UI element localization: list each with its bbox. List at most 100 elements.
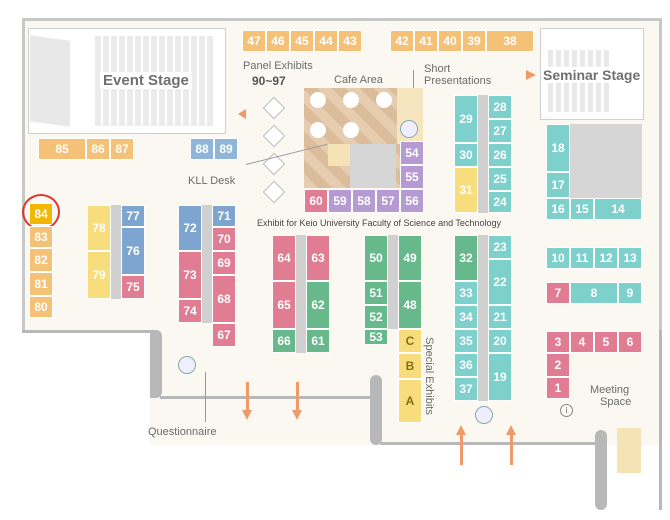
booth-21[interactable]: 21 [488,305,512,329]
booth-77[interactable]: 77 [121,205,145,227]
booth-63[interactable]: 63 [306,235,330,281]
booth-45[interactable]: 45 [290,30,314,52]
booth-89[interactable]: 89 [214,138,238,160]
booth-29[interactable]: 29 [454,95,478,143]
booth-30[interactable]: 30 [454,143,478,167]
booth-23[interactable]: 23 [488,235,512,259]
booth-38[interactable]: 38 [486,30,534,52]
booth-53[interactable]: 53 [364,329,388,345]
booth-16[interactable]: 16 [546,198,570,220]
booth-51[interactable]: 51 [364,281,388,305]
booth-4[interactable]: 4 [570,331,594,353]
booth-42[interactable]: 42 [390,30,414,52]
booth-40[interactable]: 40 [438,30,462,52]
seminar-stage-label: Seminar Stage [541,67,643,83]
booth-65[interactable]: 65 [272,281,296,329]
booth-18[interactable]: 18 [546,124,570,172]
booth-25[interactable]: 25 [488,167,512,191]
booth-48[interactable]: 48 [398,281,422,329]
booth-80[interactable]: 80 [29,296,53,318]
booth-75[interactable]: 75 [121,275,145,299]
booth-32[interactable]: 32 [454,235,478,281]
booth-35[interactable]: 35 [454,329,478,353]
booth-70[interactable]: 70 [212,227,236,251]
booth-B[interactable]: B [398,353,422,379]
booth-8[interactable]: 8 [570,282,618,304]
booth-67[interactable]: 67 [212,323,236,347]
questionnaire-icon [178,356,196,374]
booth-74[interactable]: 74 [178,299,202,323]
booth-14[interactable]: 14 [594,198,642,220]
booth-58[interactable]: 58 [352,189,376,213]
booth-50[interactable]: 50 [364,235,388,281]
booth-73[interactable]: 73 [178,251,202,299]
booth-79[interactable]: 79 [87,251,111,299]
booth-27[interactable]: 27 [488,119,512,143]
booth-87[interactable]: 87 [110,138,134,160]
booth-47[interactable]: 47 [242,30,266,52]
booth-11[interactable]: 11 [570,247,594,269]
booth-24[interactable]: 24 [488,191,512,213]
booth-12[interactable]: 12 [594,247,618,269]
cafe-area-label: Cafe Area [334,74,383,86]
booth-3[interactable]: 3 [546,331,570,353]
booth-62[interactable]: 62 [306,281,330,329]
booth-5[interactable]: 5 [594,331,618,353]
booth-72[interactable]: 72 [178,205,202,251]
booth-78[interactable]: 78 [87,205,111,251]
booth-26[interactable]: 26 [488,143,512,167]
booth-28[interactable]: 28 [488,95,512,119]
booth-57[interactable]: 57 [376,189,400,213]
questionnaire-leader [205,372,206,422]
booth-56[interactable]: 56 [400,189,424,213]
booth-39[interactable]: 39 [462,30,486,52]
booth-43[interactable]: 43 [338,30,362,52]
meeting-space-label-2: Space [600,396,632,408]
booth-85[interactable]: 85 [38,138,86,160]
booth-81[interactable]: 81 [29,272,53,296]
booth-34[interactable]: 34 [454,305,478,329]
booth-64[interactable]: 64 [272,235,296,281]
booth-69[interactable]: 69 [212,251,236,275]
booth-37[interactable]: 37 [454,377,478,401]
booth-15[interactable]: 15 [570,198,594,220]
booth-31[interactable]: 31 [454,167,478,213]
booth-71[interactable]: 71 [212,205,236,227]
booth-20[interactable]: 20 [488,329,512,353]
booth-68[interactable]: 68 [212,275,236,323]
booth-88[interactable]: 88 [190,138,214,160]
booth-7[interactable]: 7 [546,282,570,304]
booth-86[interactable]: 86 [86,138,110,160]
booth-9[interactable]: 9 [618,282,642,304]
booth-82[interactable]: 82 [29,248,53,272]
booth-66[interactable]: 66 [272,329,296,353]
booth-41[interactable]: 41 [414,30,438,52]
booth-46[interactable]: 46 [266,30,290,52]
booth-60[interactable]: 60 [304,189,328,213]
booth-6[interactable]: 6 [618,331,642,353]
island-divider [111,205,121,299]
booth-22[interactable]: 22 [488,259,512,305]
booth-17[interactable]: 17 [546,172,570,198]
booth-83[interactable]: 83 [29,226,53,248]
booth-59[interactable]: 59 [328,189,352,213]
booth-33[interactable]: 33 [454,281,478,305]
booth-55[interactable]: 55 [400,165,424,189]
booth-52[interactable]: 52 [364,305,388,329]
booth-19[interactable]: 19 [488,353,512,401]
booth-13[interactable]: 13 [618,247,642,269]
booth-76[interactable]: 76 [121,227,145,275]
entrance-arrow-shaft [460,435,463,465]
booth-44[interactable]: 44 [314,30,338,52]
booth-61[interactable]: 61 [306,329,330,353]
booth-36[interactable]: 36 [454,353,478,377]
booth-49[interactable]: 49 [398,235,422,281]
booth-C[interactable]: C [398,329,422,353]
questionnaire-label: Questionnaire [148,426,217,438]
booth-1[interactable]: 1 [546,377,570,399]
booth-A[interactable]: A [398,379,422,423]
booth-54[interactable]: 54 [400,141,424,165]
event-stage-platform [30,35,70,127]
booth-10[interactable]: 10 [546,247,570,269]
booth-2[interactable]: 2 [546,353,570,377]
